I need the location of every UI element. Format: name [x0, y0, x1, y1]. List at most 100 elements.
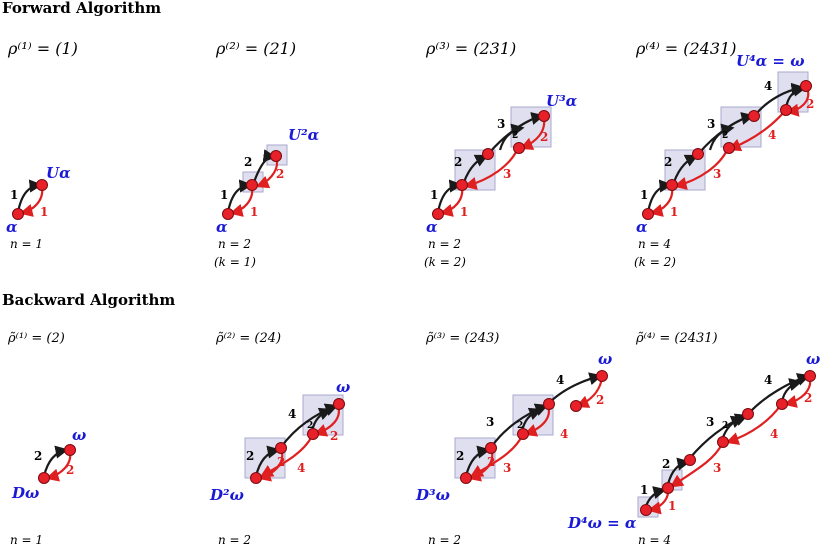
- arc-label: 1: [10, 188, 18, 202]
- arc-label: 2: [664, 155, 672, 169]
- backward-3-start-label: D³ω: [415, 486, 450, 504]
- arc-label: 2: [722, 131, 728, 141]
- node: [460, 472, 472, 484]
- backward-2-end-label: ω: [336, 378, 350, 396]
- black-arc: [549, 372, 603, 403]
- red-arc: [673, 149, 728, 190]
- forward-rho-3: ρ⁽³⁾ = (231): [425, 39, 516, 58]
- forward-2-start-label: α: [216, 218, 228, 236]
- arc-label: 1: [640, 188, 648, 202]
- arc-label: 2: [487, 455, 495, 469]
- arc-label: 2: [246, 449, 254, 463]
- arc-label: 4: [770, 427, 778, 441]
- backward-1-end-label: ω: [72, 426, 86, 444]
- arc-label: 3: [503, 167, 511, 181]
- node: [38, 472, 50, 484]
- backward-note-4: n = 4: [638, 533, 671, 546]
- red-arc: [727, 111, 785, 152]
- red-arc: [725, 405, 781, 445]
- arc-label: 1: [460, 205, 468, 219]
- forward-3-end-label: U³α: [546, 92, 578, 110]
- arc-label: 2: [512, 131, 518, 141]
- arc-label: 1: [250, 205, 258, 219]
- arc-label: 2: [307, 421, 313, 431]
- forward-1-end-label: Uα: [46, 164, 71, 182]
- node: [222, 208, 234, 220]
- node: [482, 148, 494, 160]
- node: [684, 454, 696, 466]
- arc-label: 1: [40, 205, 48, 219]
- red-arc: [469, 435, 523, 478]
- black-arc: [42, 445, 69, 477]
- node: [485, 442, 497, 454]
- arc-label: 3: [486, 415, 494, 429]
- arc-label: 2: [517, 421, 523, 431]
- endpoint-labels: α Uα α U²α α U³α α U⁴α = ω Dω ω D²ω ω D³…: [6, 52, 820, 532]
- node: [36, 179, 48, 191]
- arc-label: 3: [707, 117, 715, 131]
- arc-label: 4: [556, 373, 564, 387]
- arc-label: 2: [456, 449, 464, 463]
- node: [275, 442, 287, 454]
- arc-label: 2: [34, 449, 42, 463]
- node: [717, 436, 729, 448]
- arc-label: 1: [220, 188, 228, 202]
- forward-note-4b: (k = 2): [634, 255, 676, 269]
- arc-label: 2: [454, 155, 462, 169]
- backward-2-start-label: D²ω: [209, 486, 244, 504]
- node: [748, 110, 760, 122]
- node: [270, 150, 282, 162]
- forward-note-2b: (k = 1): [214, 255, 256, 269]
- backward-1-start-label: Dω: [11, 484, 39, 502]
- forward-note-1a: n = 1: [10, 237, 43, 251]
- red-arc: [647, 491, 670, 515]
- forward-2-end-label: U²α: [288, 126, 320, 144]
- red-arc: [463, 149, 518, 190]
- node: [640, 504, 652, 516]
- arc-label: 1: [640, 483, 648, 497]
- red-arc: [259, 435, 313, 478]
- arc-label: 3: [713, 461, 721, 475]
- node: [692, 148, 704, 160]
- black-arc: [708, 123, 735, 151]
- backward-note-3: n = 2: [428, 533, 461, 546]
- forward-4-end-label: U⁴α = ω: [736, 52, 805, 70]
- arc-label: 3: [497, 117, 505, 131]
- arc-label: 2: [722, 421, 728, 431]
- forward-4-start-label: α: [636, 218, 648, 236]
- arcs: [16, 82, 812, 515]
- node: [642, 208, 654, 220]
- arc-label: 4: [768, 128, 776, 142]
- arc-label: 2: [66, 463, 74, 477]
- arc-label: 4: [560, 427, 568, 441]
- nodes: [12, 80, 816, 516]
- arc-label: 4: [288, 407, 296, 421]
- node: [776, 398, 788, 410]
- backward-rho-1: ρ̃⁽¹⁾ = (2): [7, 331, 65, 346]
- black-arc: [498, 123, 525, 151]
- backward-rho-2: ρ̃⁽²⁾ = (24): [215, 331, 281, 346]
- forward-rho-4: ρ⁽⁴⁾ = (2431): [635, 39, 736, 58]
- backward-note-2: n = 2: [218, 533, 251, 546]
- arc-label: 2: [540, 130, 548, 144]
- node: [307, 428, 319, 440]
- node: [662, 482, 674, 494]
- node: [456, 179, 468, 191]
- arc-label: 3: [706, 415, 714, 429]
- arc-label: 4: [764, 373, 772, 387]
- arc-label: 2: [806, 97, 814, 111]
- node: [780, 104, 792, 116]
- black-arc: [644, 486, 667, 507]
- node: [538, 110, 550, 122]
- forward-1-start-label: α: [6, 218, 18, 236]
- arc-label: 3: [713, 167, 721, 181]
- backward-rho-3: ρ̃⁽³⁾ = (243): [425, 331, 499, 346]
- forward-rho-2: ρ⁽²⁾ = (21): [215, 39, 296, 58]
- node: [246, 179, 258, 191]
- arc-label: 2: [244, 155, 252, 169]
- backward-4-start-label: D⁴ω = α: [567, 514, 637, 532]
- node: [742, 408, 754, 420]
- arc-label: 1: [430, 188, 438, 202]
